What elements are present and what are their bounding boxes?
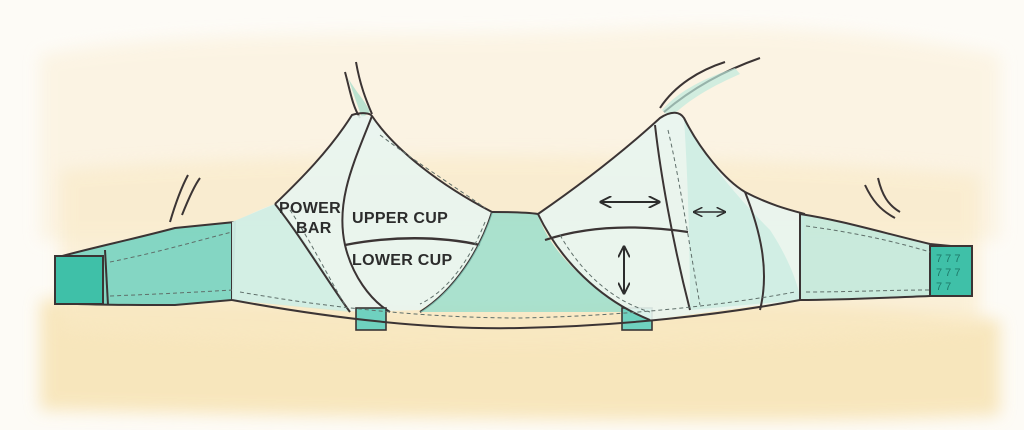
power-bar-label-line2: BAR	[296, 220, 332, 237]
svg-text:7 7: 7 7	[936, 281, 951, 293]
bottom-band-stitch	[239, 291, 796, 319]
power-bar-label-line1: POWER	[279, 200, 341, 217]
svg-text:7 7 7: 7 7 7	[936, 267, 960, 279]
svg-text:7 7 7: 7 7 7	[936, 253, 960, 265]
bottom-band-edge	[231, 299, 801, 330]
right-band: 7 7 7 7 7 7 7 7	[799, 212, 973, 302]
upper-cup-label: UPPER CUP	[352, 210, 449, 227]
left-cup	[232, 112, 493, 313]
right-cup	[537, 111, 806, 321]
lower-cup-label: LOWER CUP	[352, 252, 453, 269]
shoulder-straps	[169, 57, 901, 223]
